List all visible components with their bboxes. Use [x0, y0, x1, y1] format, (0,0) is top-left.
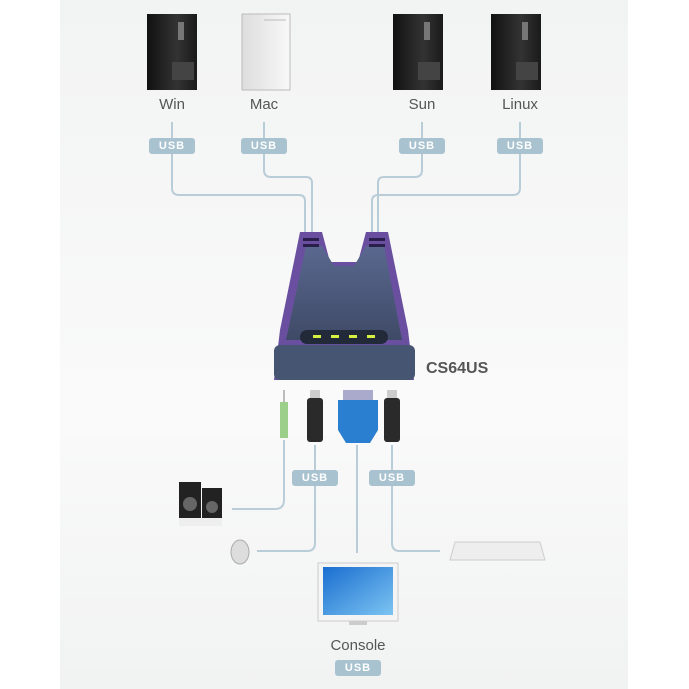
win-computer-icon [147, 14, 197, 90]
usb-badge-win: USB [149, 138, 195, 154]
led-panel [300, 330, 388, 344]
usb-plug-mouse-icon [307, 390, 323, 442]
led-indicators [313, 335, 375, 338]
sun-computer-icon [393, 14, 443, 90]
usb-badge-sun: USB [399, 138, 445, 154]
usb-plug-keyboard-icon [384, 390, 400, 442]
computer-label-linux: Linux [502, 96, 538, 113]
usb-badge-mouse: USB [292, 470, 338, 486]
sun-cable [377, 122, 423, 234]
usb-badge-linux: USB [497, 138, 543, 154]
console-label: Console [330, 637, 386, 654]
computer-label-sun: Sun [408, 96, 436, 113]
keyboard-cable [391, 445, 440, 552]
vga-plug-icon [338, 390, 378, 443]
kvm-switch-device [274, 232, 415, 380]
monitor-icon [317, 562, 399, 625]
speakers-icon [179, 482, 222, 526]
computer-label-mac: Mac [249, 96, 279, 113]
cables [171, 122, 521, 553]
mac-cable [263, 122, 313, 234]
mouse-icon [230, 539, 250, 565]
keyboard-icon [449, 541, 546, 561]
computer-label-win: Win [159, 96, 185, 113]
usb-badge-keyboard: USB [369, 470, 415, 486]
mouse-cable [257, 445, 316, 552]
mac-computer-icon [241, 13, 291, 91]
device-model-label: CS64US [426, 360, 489, 377]
win-cable [171, 122, 306, 234]
usb-badge-console: USB [335, 660, 381, 676]
linux-cable [371, 122, 521, 234]
linux-computer-icon [491, 14, 541, 90]
usb-badge-mac: USB [241, 138, 287, 154]
audio-plug-icon [280, 390, 288, 438]
audio-cable [232, 440, 285, 510]
